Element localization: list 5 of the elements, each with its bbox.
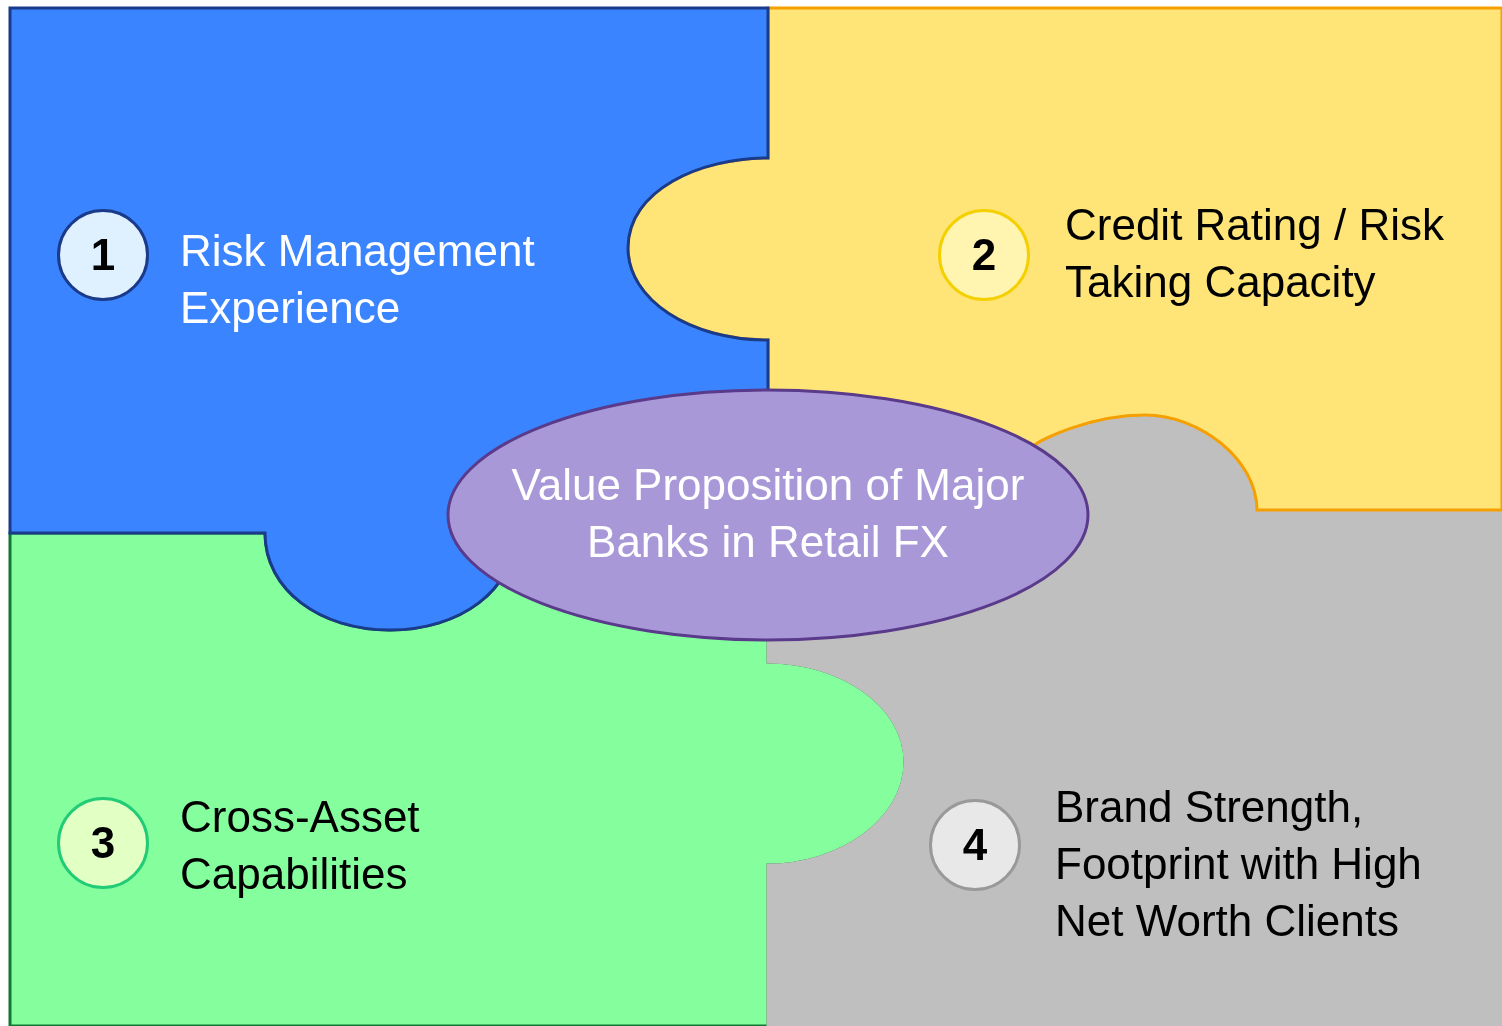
piece-label: Credit Rating / Risk Taking Capacity (1065, 199, 1445, 308)
piece-label: Brand Strength, Footprint with High Net Worth Clients (1055, 781, 1423, 947)
center-label: Value Proposition of Major Banks in Retail FX (510, 459, 1026, 568)
piece-label: Cross-Asset Capabilities (180, 791, 421, 900)
piece-label: Risk Management Experience (180, 225, 536, 334)
